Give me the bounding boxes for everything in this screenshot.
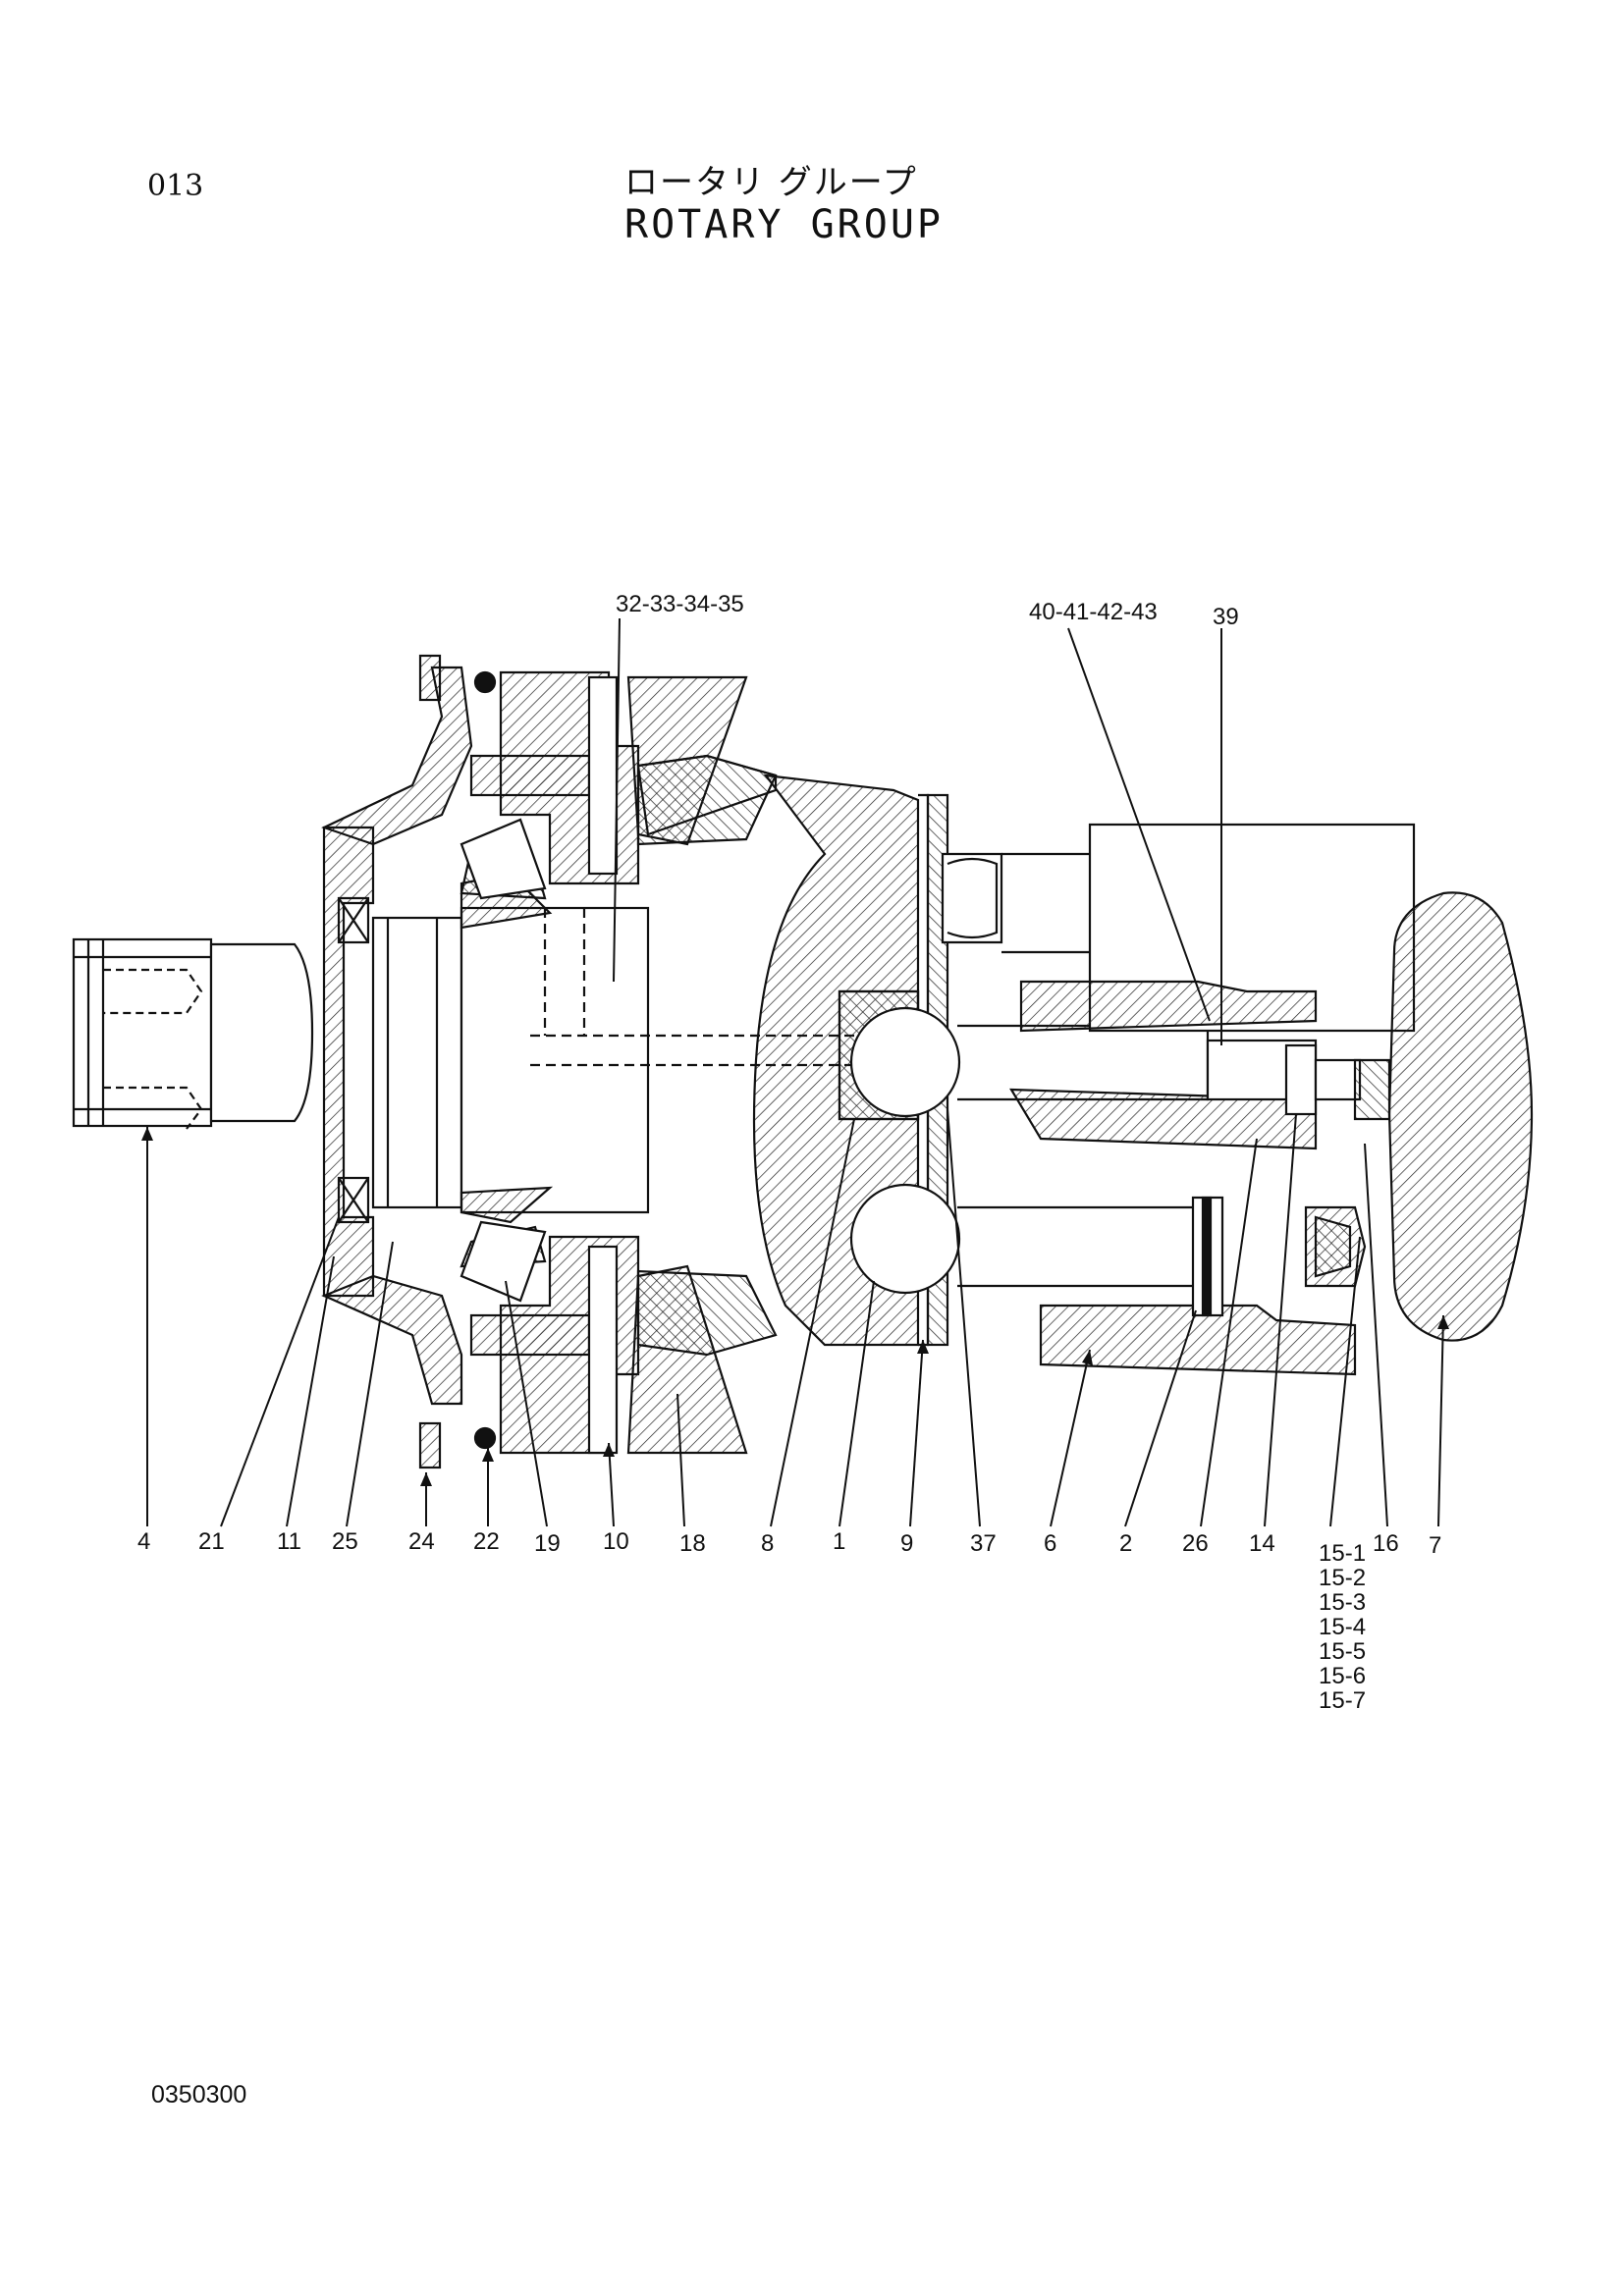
callout-15-2: 15-2 [1319,1565,1366,1591]
assembly-drawing [72,654,1534,1469]
callout-15-1: 15-1 [1319,1540,1366,1567]
valve-plate [1353,891,1534,1342]
callout-7: 7 [1429,1532,1441,1559]
callout-2: 2 [1119,1530,1132,1557]
callout-8: 8 [761,1530,774,1557]
callout-16: 16 [1373,1530,1399,1557]
page-number: 013 [147,169,204,203]
callout-40-41-42-43: 40-41-42-43 [1029,599,1158,625]
callout-9: 9 [900,1530,913,1557]
callout-39: 39 [1213,604,1239,630]
callout-15-3: 15-3 [1319,1589,1366,1616]
callout-6: 6 [1044,1530,1056,1557]
callout-15-6: 15-6 [1319,1663,1366,1689]
callout-15-5: 15-5 [1319,1638,1366,1665]
title-japanese: ロータリ グループ [624,163,918,202]
callout-10: 10 [603,1528,629,1555]
document-code: 0350300 [151,2081,247,2109]
callout-32-33-34-35: 32-33-34-35 [616,591,744,617]
housing [460,670,778,1455]
callout-15-7: 15-7 [1319,1687,1366,1714]
front-flange [321,654,473,1469]
pistons [849,852,1210,1295]
callout-25: 25 [332,1528,358,1555]
arrowheads [141,1127,1449,1486]
callout-15-4: 15-4 [1319,1614,1366,1640]
callout-14: 14 [1249,1530,1275,1557]
shaft-end [72,937,314,1130]
leader-lines [146,617,1444,1527]
title-english: ROTARY GROUP [624,202,944,247]
callout-26: 26 [1182,1530,1209,1557]
callout-37: 37 [970,1530,997,1557]
callout-19: 19 [534,1530,561,1557]
callout-11: 11 [277,1528,301,1555]
callout-1: 1 [833,1528,845,1555]
callout-24: 24 [408,1528,435,1555]
cylinder-block [1009,823,1416,1376]
callout-18: 18 [679,1530,706,1557]
callout-4: 4 [137,1528,150,1555]
callout-21: 21 [198,1528,225,1555]
callout-22: 22 [473,1528,500,1555]
callout-labels: 32-33-34-35 40-41-42-43 39 4 21 11 25 24… [137,591,1441,1714]
